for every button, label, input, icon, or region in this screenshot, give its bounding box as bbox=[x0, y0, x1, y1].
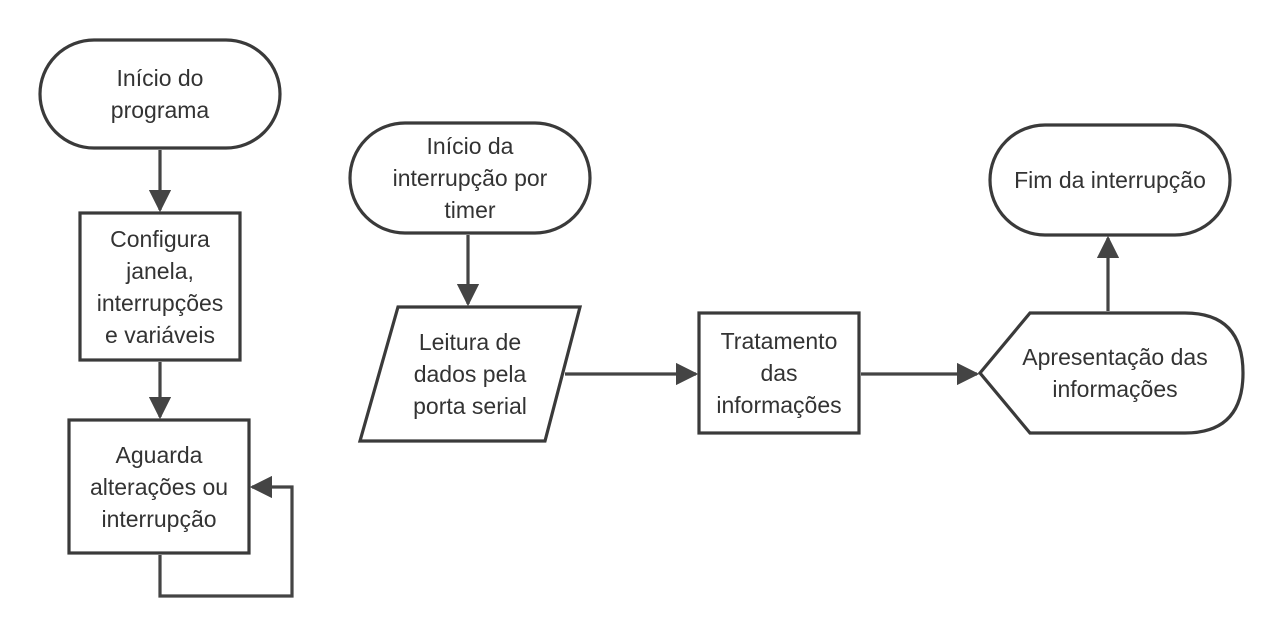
arrow-wait-loop bbox=[158, 475, 294, 598]
label-line: dados pela bbox=[413, 361, 527, 387]
interrupt-start-terminator bbox=[348, 121, 592, 235]
processing-label: Tratamento das informações bbox=[699, 313, 859, 433]
label-line: interrupção por bbox=[392, 165, 548, 191]
display-label: Apresentação das informações bbox=[995, 313, 1235, 433]
label-line: interrupções bbox=[96, 289, 224, 316]
label-line: Leitura de bbox=[418, 329, 522, 355]
wait-label: Aguarda alterações ou interrupção bbox=[69, 420, 249, 553]
label-line: informações bbox=[716, 392, 842, 418]
label-line: informações bbox=[1052, 376, 1178, 402]
label-line: das bbox=[760, 360, 798, 386]
configure-process-box bbox=[78, 211, 242, 362]
label-line: Apresentação das bbox=[1022, 344, 1208, 370]
label-line: Início do bbox=[116, 65, 204, 91]
end-interrupt-label: Fim da interrupção bbox=[990, 125, 1230, 235]
label-line: Início da bbox=[426, 133, 514, 159]
label-line: janela, bbox=[126, 257, 194, 284]
end-interrupt-terminator bbox=[988, 123, 1232, 237]
display-shape bbox=[977, 311, 1245, 435]
wait-process-box bbox=[67, 418, 251, 555]
read-data-label: Leitura de dados pela porta serial bbox=[380, 307, 560, 441]
label-line: alterações ou bbox=[89, 473, 229, 500]
read-data-parallelogram bbox=[357, 305, 583, 443]
configure-label: Configura janela, interrupções e variáve… bbox=[80, 213, 240, 360]
label-line: interrupção bbox=[101, 505, 217, 532]
interrupt-start-label: Início da interrupção por timer bbox=[350, 123, 590, 233]
label-line: e variáveis bbox=[105, 321, 215, 348]
label-line: Tratamento bbox=[720, 328, 838, 354]
label-line: Fim da interrupção bbox=[1014, 167, 1206, 193]
label-line: porta serial bbox=[413, 393, 527, 419]
start-program-terminator bbox=[38, 38, 282, 150]
label-line: timer bbox=[444, 197, 496, 223]
start-program-label: Início do programa bbox=[40, 40, 280, 148]
label-line: Configura bbox=[110, 225, 210, 252]
label-line: Aguarda bbox=[115, 441, 203, 468]
label-line: programa bbox=[110, 97, 210, 123]
processing-box bbox=[697, 311, 861, 435]
